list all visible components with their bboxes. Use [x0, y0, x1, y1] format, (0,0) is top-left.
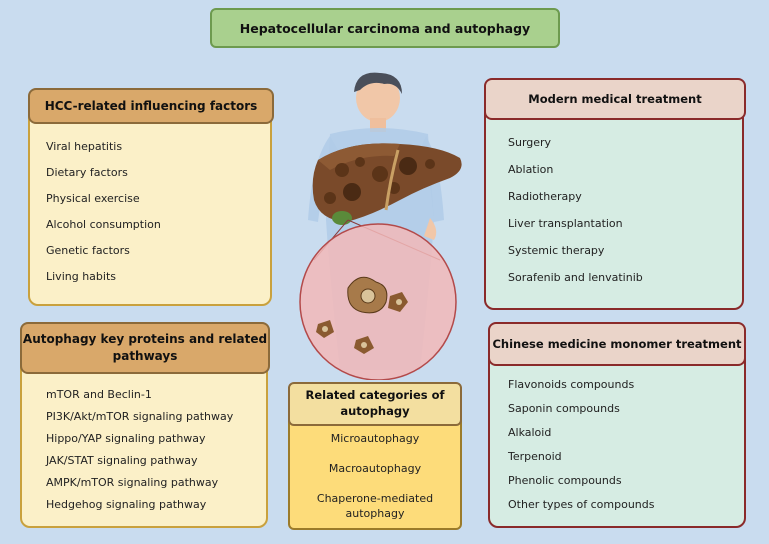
list-item: Physical exercise [46, 192, 140, 205]
list-item: Alkaloid [508, 426, 552, 439]
factors-header-text: HCC-related influencing factors [44, 99, 258, 113]
proteins-header-line1: Autophagy key proteins and related [22, 332, 268, 347]
modern-panel [484, 92, 744, 310]
list-item: Sorafenib and lenvatinib [508, 271, 643, 284]
central-illustration [299, 72, 462, 380]
categories-header-line1: Related categories of [305, 388, 445, 403]
chinese-list: Flavonoids compounds Saponin compounds A… [508, 378, 655, 511]
cell-magnifier-icon [299, 219, 457, 380]
list-item: Dietary factors [46, 166, 128, 179]
title-text: Hepatocellular carcinoma and autophagy [239, 20, 531, 36]
list-item: autophagy [345, 507, 405, 520]
categories-list: Microautophagy Macroautophagy Chaperone-… [288, 432, 462, 520]
list-item: Hedgehog signaling pathway [46, 498, 207, 511]
list-item: Ablation [508, 163, 554, 176]
list-item: Flavonoids compounds [508, 378, 635, 391]
modern-header-text: Modern medical treatment [528, 92, 702, 106]
list-item: PI3K/Akt/mTOR signaling pathway [46, 410, 234, 423]
categories-header-line2: autophagy [340, 404, 410, 418]
proteins-header: Autophagy key proteins and related pathw… [20, 322, 270, 374]
list-item: Other types of compounds [508, 498, 655, 511]
list-item: Microautophagy [330, 432, 420, 445]
list-item: Radiotherapy [508, 190, 582, 203]
page-title: Hepatocellular carcinoma and autophagy [210, 8, 560, 48]
categories-panel [288, 412, 462, 530]
factors-header: HCC-related influencing factors [28, 88, 274, 124]
list-item: Systemic therapy [508, 244, 605, 257]
list-item: Surgery [508, 136, 552, 149]
list-item: AMPK/mTOR signaling pathway [46, 476, 219, 489]
list-item: Liver transplantation [508, 217, 623, 230]
chinese-header: Chinese medicine monomer treatment [488, 322, 746, 366]
list-item: Hippo/YAP signaling pathway [46, 432, 206, 445]
list-item: mTOR and Beclin-1 [46, 388, 152, 401]
list-item: Saponin compounds [508, 402, 620, 415]
list-item: Alcohol consumption [46, 218, 161, 231]
proteins-list: mTOR and Beclin-1 PI3K/Akt/mTOR signalin… [46, 388, 233, 511]
list-item: Macroautophagy [328, 462, 422, 475]
modern-list: Surgery Ablation Radiotherapy Liver tran… [508, 136, 643, 284]
modern-header: Modern medical treatment [484, 78, 746, 120]
factors-list: Viral hepatitis Dietary factors Physical… [46, 140, 161, 283]
liver-icon [312, 143, 462, 225]
list-item: Phenolic compounds [508, 474, 622, 487]
list-item: Chaperone-mediated [316, 492, 434, 505]
list-item: Terpenoid [508, 450, 562, 463]
list-item: Living habits [46, 270, 116, 283]
list-item: Genetic factors [46, 244, 130, 257]
categories-header: Related categories of autophagy [288, 382, 462, 426]
factors-panel [28, 98, 272, 306]
proteins-header-line2: pathways [112, 349, 178, 363]
list-item: JAK/STAT signaling pathway [46, 454, 198, 467]
chinese-header-text: Chinese medicine monomer treatment [492, 337, 742, 351]
list-item: Viral hepatitis [46, 140, 123, 153]
